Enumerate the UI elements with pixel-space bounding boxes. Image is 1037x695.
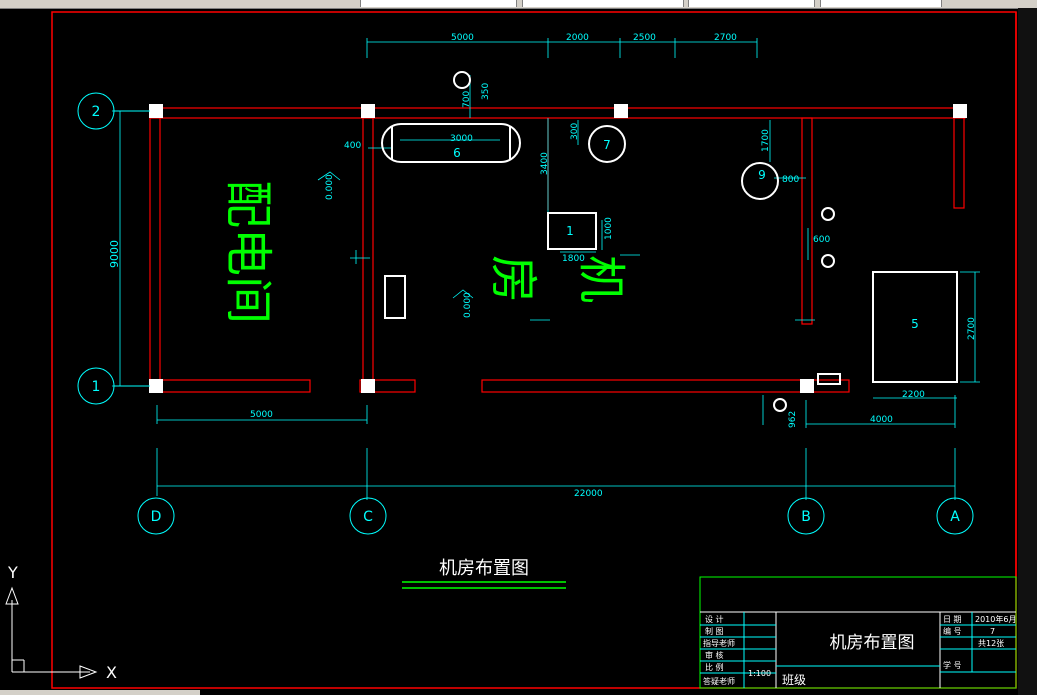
tb-num-value: 7 [990,627,995,636]
label-e7: 7 [603,138,611,152]
equipment-labels: 6 7 9 1 5 [453,138,919,331]
dim-1800: 1800 [562,254,585,264]
dim-300: 300 [570,123,580,140]
tb-sheets: 共12张 [978,639,1004,648]
dim-3400: 3400 [540,152,550,175]
room-names: 配电间 机 房 [220,180,629,324]
dim-1700: 1700 [761,129,771,152]
dim-3000: 3000 [450,134,473,144]
dim-left-v: 9000 [108,240,121,268]
panel-box[interactable] [384,275,406,319]
tb-row-draw: 制 图 [705,626,724,636]
ucs-x-label: X [106,663,117,682]
equipment-6-tank[interactable] [381,123,521,163]
dimension-texts: 5000 2000 2500 2700 9000 5000 22000 400 … [108,33,977,499]
title-block-texts: 设 计 制 图 指导老师 审 核 比 例 答疑老师 1:100 日 期 2010… [703,614,1016,686]
dim-2700: 2700 [967,317,977,340]
room-machine-2: 房 [485,255,541,303]
label-e5: 5 [911,317,919,331]
elev-label-1: 0.000 [325,174,335,200]
title-block [699,576,1017,689]
axis-bubbles [77,92,974,535]
toolbar-strip [0,0,1037,9]
tb-row-design: 设 计 [705,614,724,624]
valve-right-2[interactable] [821,254,835,268]
label-e9: 9 [758,168,766,182]
elev-label-2: 0.000 [463,292,473,318]
linetype-combo[interactable] [522,0,684,7]
axis-labels: 2 1 D C B A [92,104,961,525]
dim-400: 400 [344,141,361,151]
dim-1000: 1000 [604,217,614,240]
drawing-title: 机房布置图 [439,558,529,579]
viewport-edge [1018,8,1037,695]
dim-bot-left: 5000 [250,410,273,420]
dim-top2: 2000 [566,33,589,43]
tb-row-qa: 答疑老师 [703,676,735,686]
tb-big-title: 机房布置图 [830,633,915,653]
tb-row-review: 审 核 [705,650,724,660]
dim-800: 800 [782,175,799,185]
equipment-5[interactable] [872,271,958,383]
dim-962: 962 [788,411,798,428]
label-e1: 1 [566,224,574,238]
dim-top1: 5000 [451,33,474,43]
layer-combo[interactable] [360,0,517,7]
tb-row-advisor: 指导老师 [703,638,735,648]
axis-label-b: B [801,509,811,525]
equipment [381,71,958,412]
lineweight-combo[interactable] [688,0,815,7]
tb-scale-value: 1:100 [748,669,771,678]
axis-label-1: 1 [92,379,101,395]
axis-label-a: A [950,509,960,525]
tb-date-value: 2010年6月 [975,614,1016,624]
equipment-9-pump[interactable] [741,162,779,200]
plotstyle-combo[interactable] [820,0,942,7]
room-machine-1: 机 [573,255,629,303]
command-line-edge[interactable] [0,690,200,695]
dim-4000: 4000 [870,415,893,425]
dim-2200: 2200 [902,390,925,400]
tb-student-no: 学 号 [943,660,962,670]
dim-total: 22000 [574,489,603,499]
dim-700: 700 [462,91,472,108]
drawing-frame [51,11,1017,689]
tb-row-scale: 比 例 [705,662,724,672]
dim-350: 350 [481,83,491,100]
tb-date-label: 日 期 [943,615,962,624]
dim-600: 600 [813,235,830,245]
room-distribution: 配电间 [220,180,276,324]
axis-label-c: C [363,509,373,525]
label-e6: 6 [453,146,461,160]
valve-right-1[interactable] [821,207,835,221]
tb-class: 班级 [782,673,806,687]
ucs-icon [5,586,98,679]
columns [149,104,967,393]
equipment-7-pump[interactable] [588,125,626,163]
ucs-y-label: Y [7,563,18,582]
dim-top4: 2700 [714,33,737,43]
tb-num-label: 编 号 [943,626,962,636]
dim-top3: 2500 [633,33,656,43]
axis-label-d: D [151,509,162,525]
equipment-1[interactable] [547,212,597,250]
valve-bottom[interactable] [773,398,787,412]
axis-label-2: 2 [92,104,101,120]
valve-top[interactable] [453,71,471,89]
